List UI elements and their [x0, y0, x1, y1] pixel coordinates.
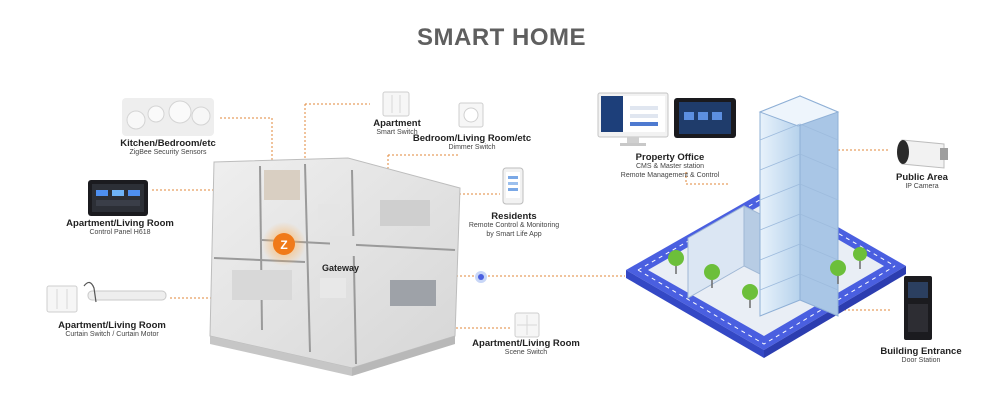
connector-property — [685, 172, 730, 185]
label-residents-heading: Residents — [491, 211, 537, 222]
label-public: Public Area IP Camera — [890, 172, 954, 192]
label-public-heading: Public Area — [896, 172, 948, 183]
label-public-sub: IP Camera — [905, 183, 939, 191]
label-apt-switch-heading: Apartment — [373, 118, 421, 129]
label-apt-switch: Apartment Smart Switch — [352, 118, 442, 138]
connector-kitchen — [220, 117, 273, 162]
door-station-device — [904, 276, 932, 340]
label-scene-sub: Scene Switch — [504, 349, 548, 357]
dimmer-switch-device — [458, 102, 484, 128]
building-block — [626, 95, 906, 358]
smart-life-phone-device — [502, 167, 524, 205]
label-property-heading: Property Office — [635, 152, 705, 163]
master-station-device — [674, 98, 736, 138]
label-scene: Apartment/Living Room Scene Switch — [470, 338, 582, 358]
label-property-sub1: CMS & Master station — [635, 163, 705, 171]
zigbee-logo-letter: Z — [280, 238, 287, 252]
label-bedroom-dimmer-heading: Bedroom/Living Room/etc — [412, 133, 532, 144]
control-panel-device — [88, 180, 148, 216]
label-gateway: Gateway — [322, 263, 360, 273]
label-scene-heading: Apartment/Living Room — [472, 338, 580, 349]
label-residents-sub2: by Smart Life App — [486, 230, 542, 238]
smart-switch-device — [382, 91, 410, 117]
label-kitchen: Kitchen/Bedroom/etc ZigBee Security Sens… — [116, 138, 220, 158]
label-building-sub: Door Station — [901, 357, 941, 365]
page-title: SMART HOME — [417, 24, 586, 51]
ip-camera-device — [897, 139, 948, 169]
curtain-motor-device — [83, 281, 167, 303]
label-curtain: Apartment/Living Room Curtain Switch / C… — [54, 320, 170, 340]
label-residents: Residents Remote Control & Monitoring by… — [462, 211, 566, 239]
zigbee-gateway-logo: Z — [273, 233, 295, 255]
label-property: Property Office CMS & Master station Rem… — [616, 152, 724, 180]
label-building: Building Entrance Door Station — [876, 346, 966, 366]
scene-switch-device — [514, 312, 540, 338]
label-residents-sub1: Remote Control & Monitoring — [468, 222, 560, 230]
network-node — [475, 271, 487, 283]
zigbee-sensors-device — [122, 98, 214, 136]
label-kitchen-sub: ZigBee Security Sensors — [129, 149, 207, 157]
cms-monitor-device — [597, 92, 669, 146]
label-bedroom-dimmer-sub: Dimmer Switch — [448, 144, 496, 152]
label-control-panel-sub: Control Panel H618 — [89, 229, 151, 237]
label-building-heading: Building Entrance — [880, 346, 962, 357]
label-curtain-sub: Curtain Switch / Curtain Motor — [65, 331, 159, 339]
label-control-panel: Apartment/Living Room Control Panel H618 — [64, 218, 176, 238]
curtain-switch-device — [46, 285, 78, 313]
label-bedroom-dimmer: Bedroom/Living Room/etc Dimmer Switch — [412, 133, 532, 153]
label-control-panel-heading: Apartment/Living Room — [66, 218, 174, 229]
label-kitchen-heading: Kitchen/Bedroom/etc — [120, 138, 216, 149]
label-curtain-heading: Apartment/Living Room — [58, 320, 166, 331]
label-property-sub2: Remote Management & Control — [620, 171, 720, 179]
label-apt-switch-sub: Smart Switch — [376, 129, 418, 137]
